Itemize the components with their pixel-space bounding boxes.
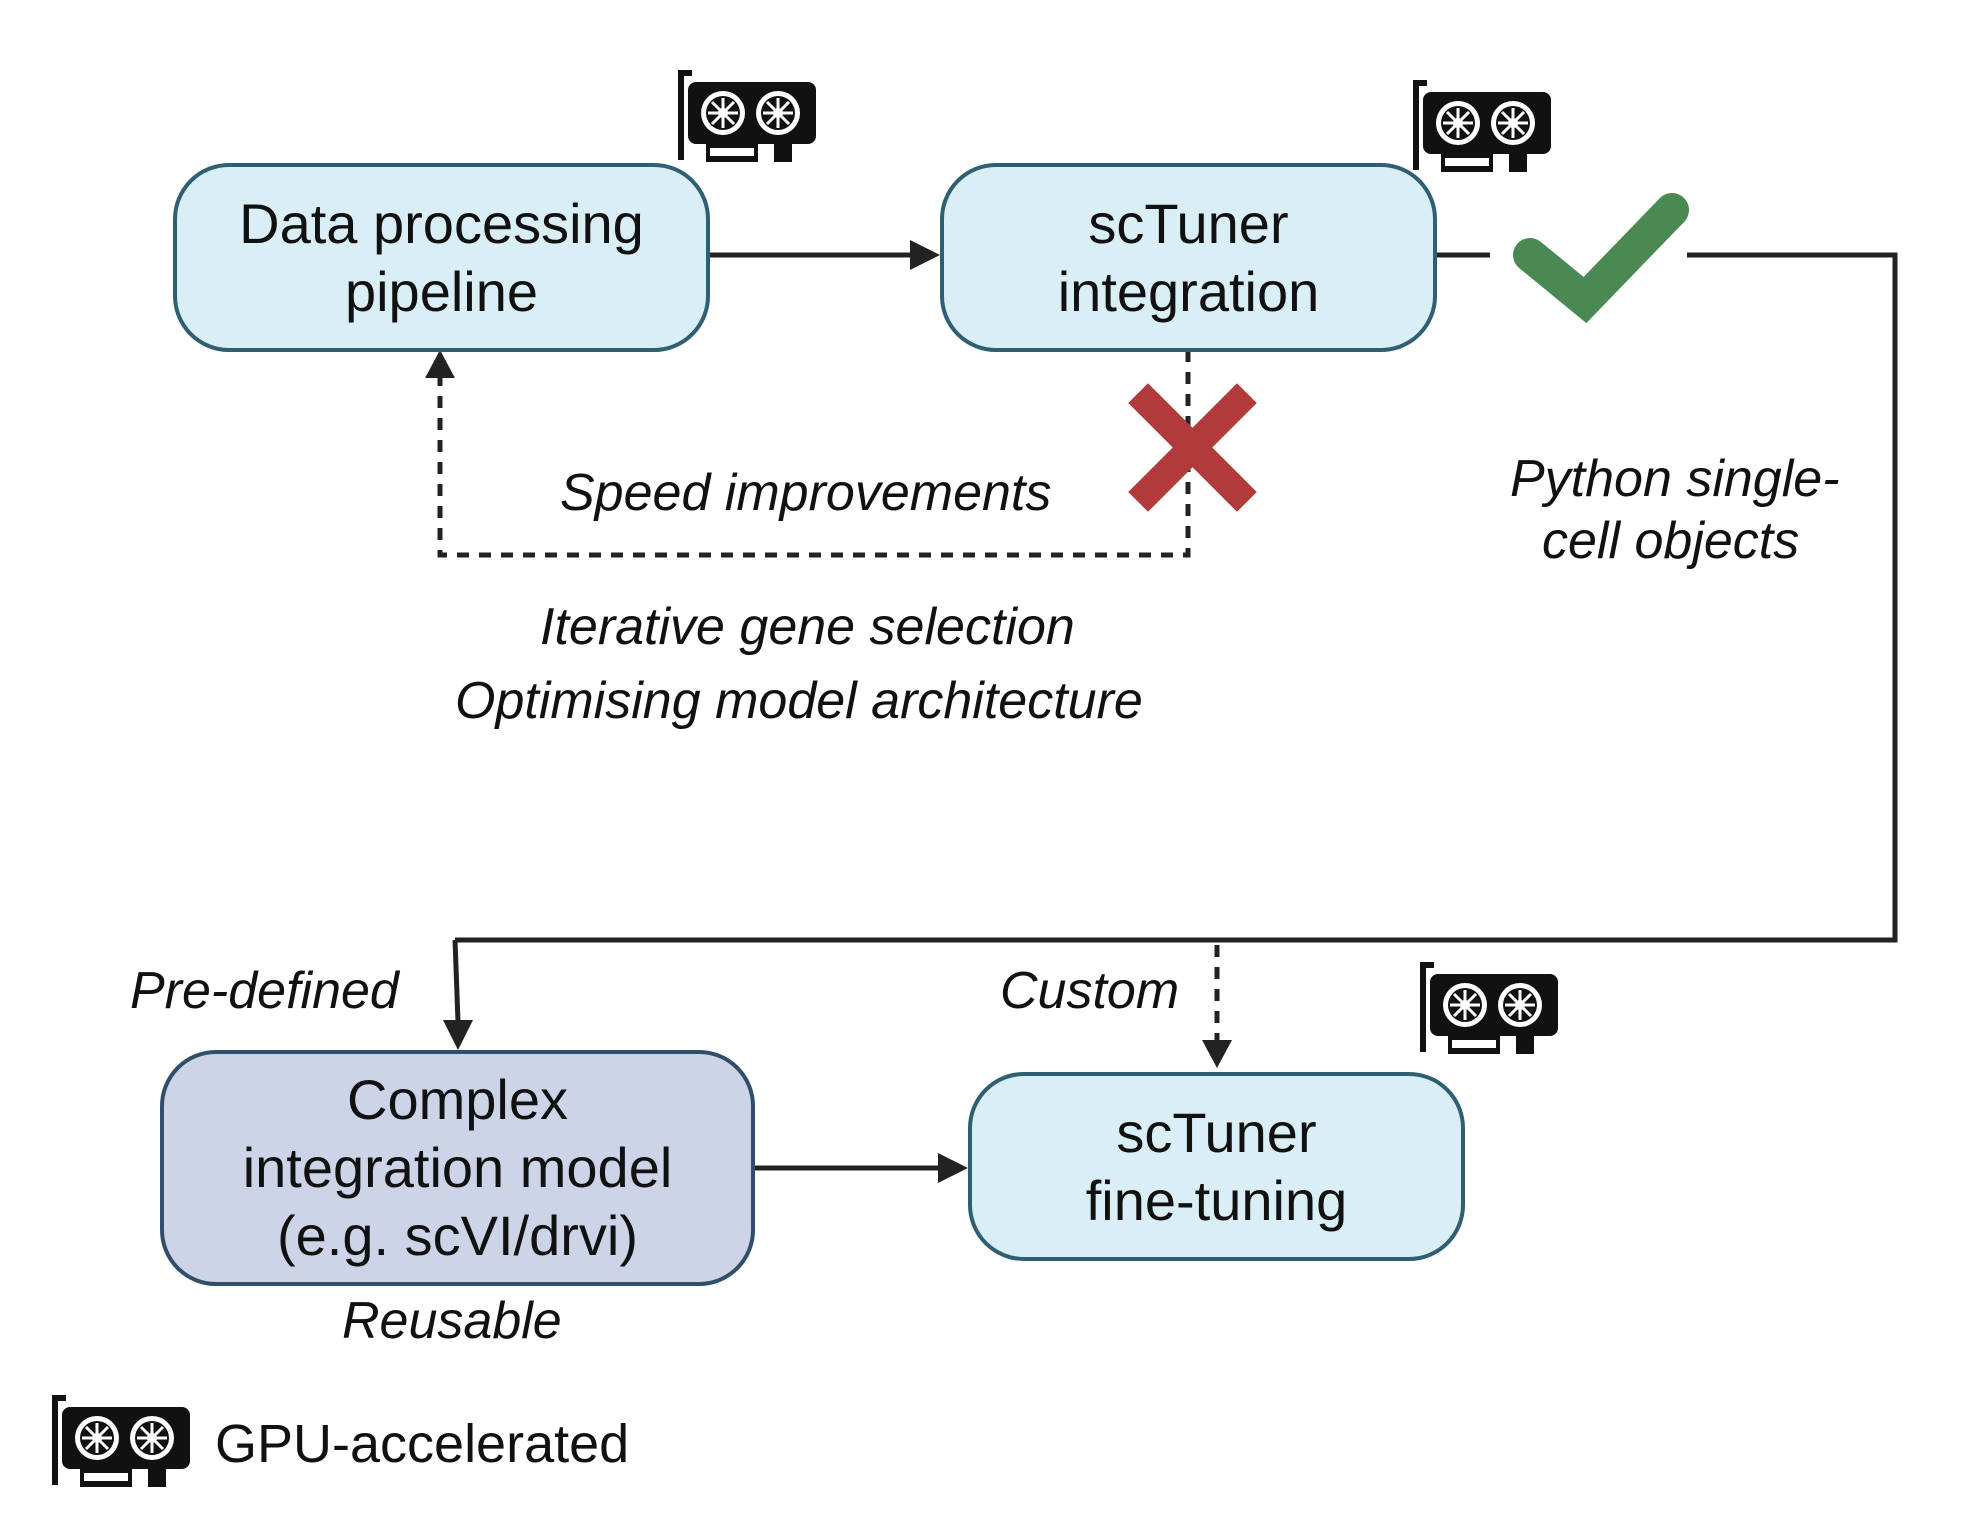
label-custom: Custom <box>1000 962 1180 1020</box>
gpu-card-icon <box>1413 80 1551 172</box>
label-python-objects-line2: cell objects <box>1542 512 1800 570</box>
node-complex-integration-model: Complex integration model (e.g. scVI/drv… <box>160 1050 755 1286</box>
label-optimising-architecture: Optimising model architecture <box>455 672 1143 730</box>
node-sctuner-fine-tuning: scTuner fine-tuning <box>968 1072 1465 1261</box>
label-iterative-gene-selection: Iterative gene selection <box>540 598 1075 656</box>
node-finetuning-line2: fine-tuning <box>1085 1168 1348 1232</box>
node-sctuner-integration-line1: scTuner <box>1088 191 1289 255</box>
node-sctuner-integration: scTuner integration <box>940 163 1437 352</box>
arrow-success-path <box>443 252 1898 1050</box>
label-reusable: Reusable <box>342 1292 562 1350</box>
node-data-processing-pipeline: Data processing pipeline <box>173 163 710 352</box>
node-complex-line1: Complex <box>347 1068 568 1131</box>
arrow-custom-path <box>1202 945 1232 1068</box>
gpu-card-icon <box>52 1395 190 1487</box>
label-speed-improvements: Speed improvements <box>560 464 1052 522</box>
arrow-pipeline-to-integration <box>710 240 940 270</box>
label-pre-defined: Pre-defined <box>130 962 399 1020</box>
gpu-card-icon <box>1420 962 1558 1054</box>
node-complex-line2: integration model <box>242 1136 673 1199</box>
node-sctuner-integration-line2: integration <box>1057 259 1320 323</box>
legend-gpu-label: GPU-accelerated <box>215 1414 630 1474</box>
gpu-card-icon <box>678 70 816 162</box>
label-python-objects-line1: Python single- <box>1510 450 1840 508</box>
checkmark-icon <box>1513 193 1689 324</box>
node-data-processing-line2: pipeline <box>344 259 539 323</box>
cross-icon <box>1128 383 1257 512</box>
arrow-model-to-finetuning <box>755 1153 968 1183</box>
node-finetuning-line1: scTuner <box>1116 1100 1317 1164</box>
arrow-feedback-loop <box>425 350 1191 558</box>
node-data-processing-line1: Data processing <box>239 191 644 255</box>
node-complex-line3: (e.g. scVI/drvi) <box>277 1204 638 1267</box>
